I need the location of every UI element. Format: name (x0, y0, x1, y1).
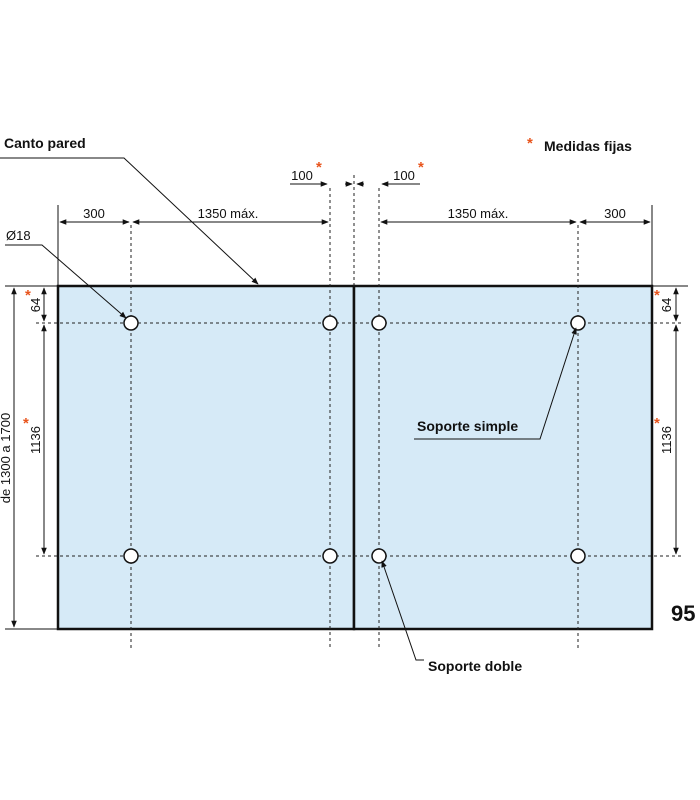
drill-hole-icon (322, 548, 338, 564)
dim-right-300: 300 (604, 206, 626, 221)
dim-right-64: 64 (659, 298, 674, 312)
asterisk-icon: * (23, 415, 29, 432)
drill-hole-icon (123, 315, 139, 331)
soporte-doble-label: Soporte doble (428, 658, 522, 674)
drill-hole-icon (570, 315, 586, 331)
right-dimensions (650, 285, 688, 555)
drill-hole-icon (371, 548, 387, 564)
drill-hole-icon (123, 548, 139, 564)
left-panel (56, 284, 356, 631)
left-dimensions (5, 285, 60, 630)
dim-left-1350: 1350 máx. (198, 206, 259, 221)
dim-left-64: 64 (28, 298, 43, 312)
asterisk-icon: * (654, 415, 660, 432)
medidas-fijas-label: Medidas fijas (544, 138, 632, 154)
dim-left-300: 300 (83, 206, 105, 221)
drill-hole-icon (322, 315, 338, 331)
asterisk-icon: * (527, 135, 533, 152)
dim-right-1136: 1136 (659, 426, 674, 454)
drill-holes (123, 315, 586, 564)
dim-left-1136: 1136 (28, 426, 43, 454)
dim-height-total: de 1300 a 1700 (0, 413, 13, 503)
asterisk-icon: * (418, 159, 424, 176)
diameter-label: Ø18 (6, 228, 31, 243)
right-panel (352, 284, 654, 631)
leader-lines (0, 157, 577, 661)
drill-hole-icon (570, 548, 586, 564)
dim-gap-left-100: 100 (291, 168, 313, 183)
asterisk-icon: * (316, 159, 322, 176)
model-code: 95 (671, 601, 695, 626)
top-dimensions (57, 181, 653, 290)
dim-gap-right-100: 100 (393, 168, 415, 183)
dim-right-1350: 1350 máx. (448, 206, 509, 221)
asterisk-icon: * (25, 287, 31, 304)
glass-panels (56, 284, 654, 631)
guide-lines (36, 175, 682, 650)
soporte-simple-label: Soporte simple (417, 418, 518, 434)
asterisk-icon: * (654, 287, 660, 304)
canto-pared-label: Canto pared (4, 135, 86, 151)
drill-hole-icon (371, 315, 387, 331)
